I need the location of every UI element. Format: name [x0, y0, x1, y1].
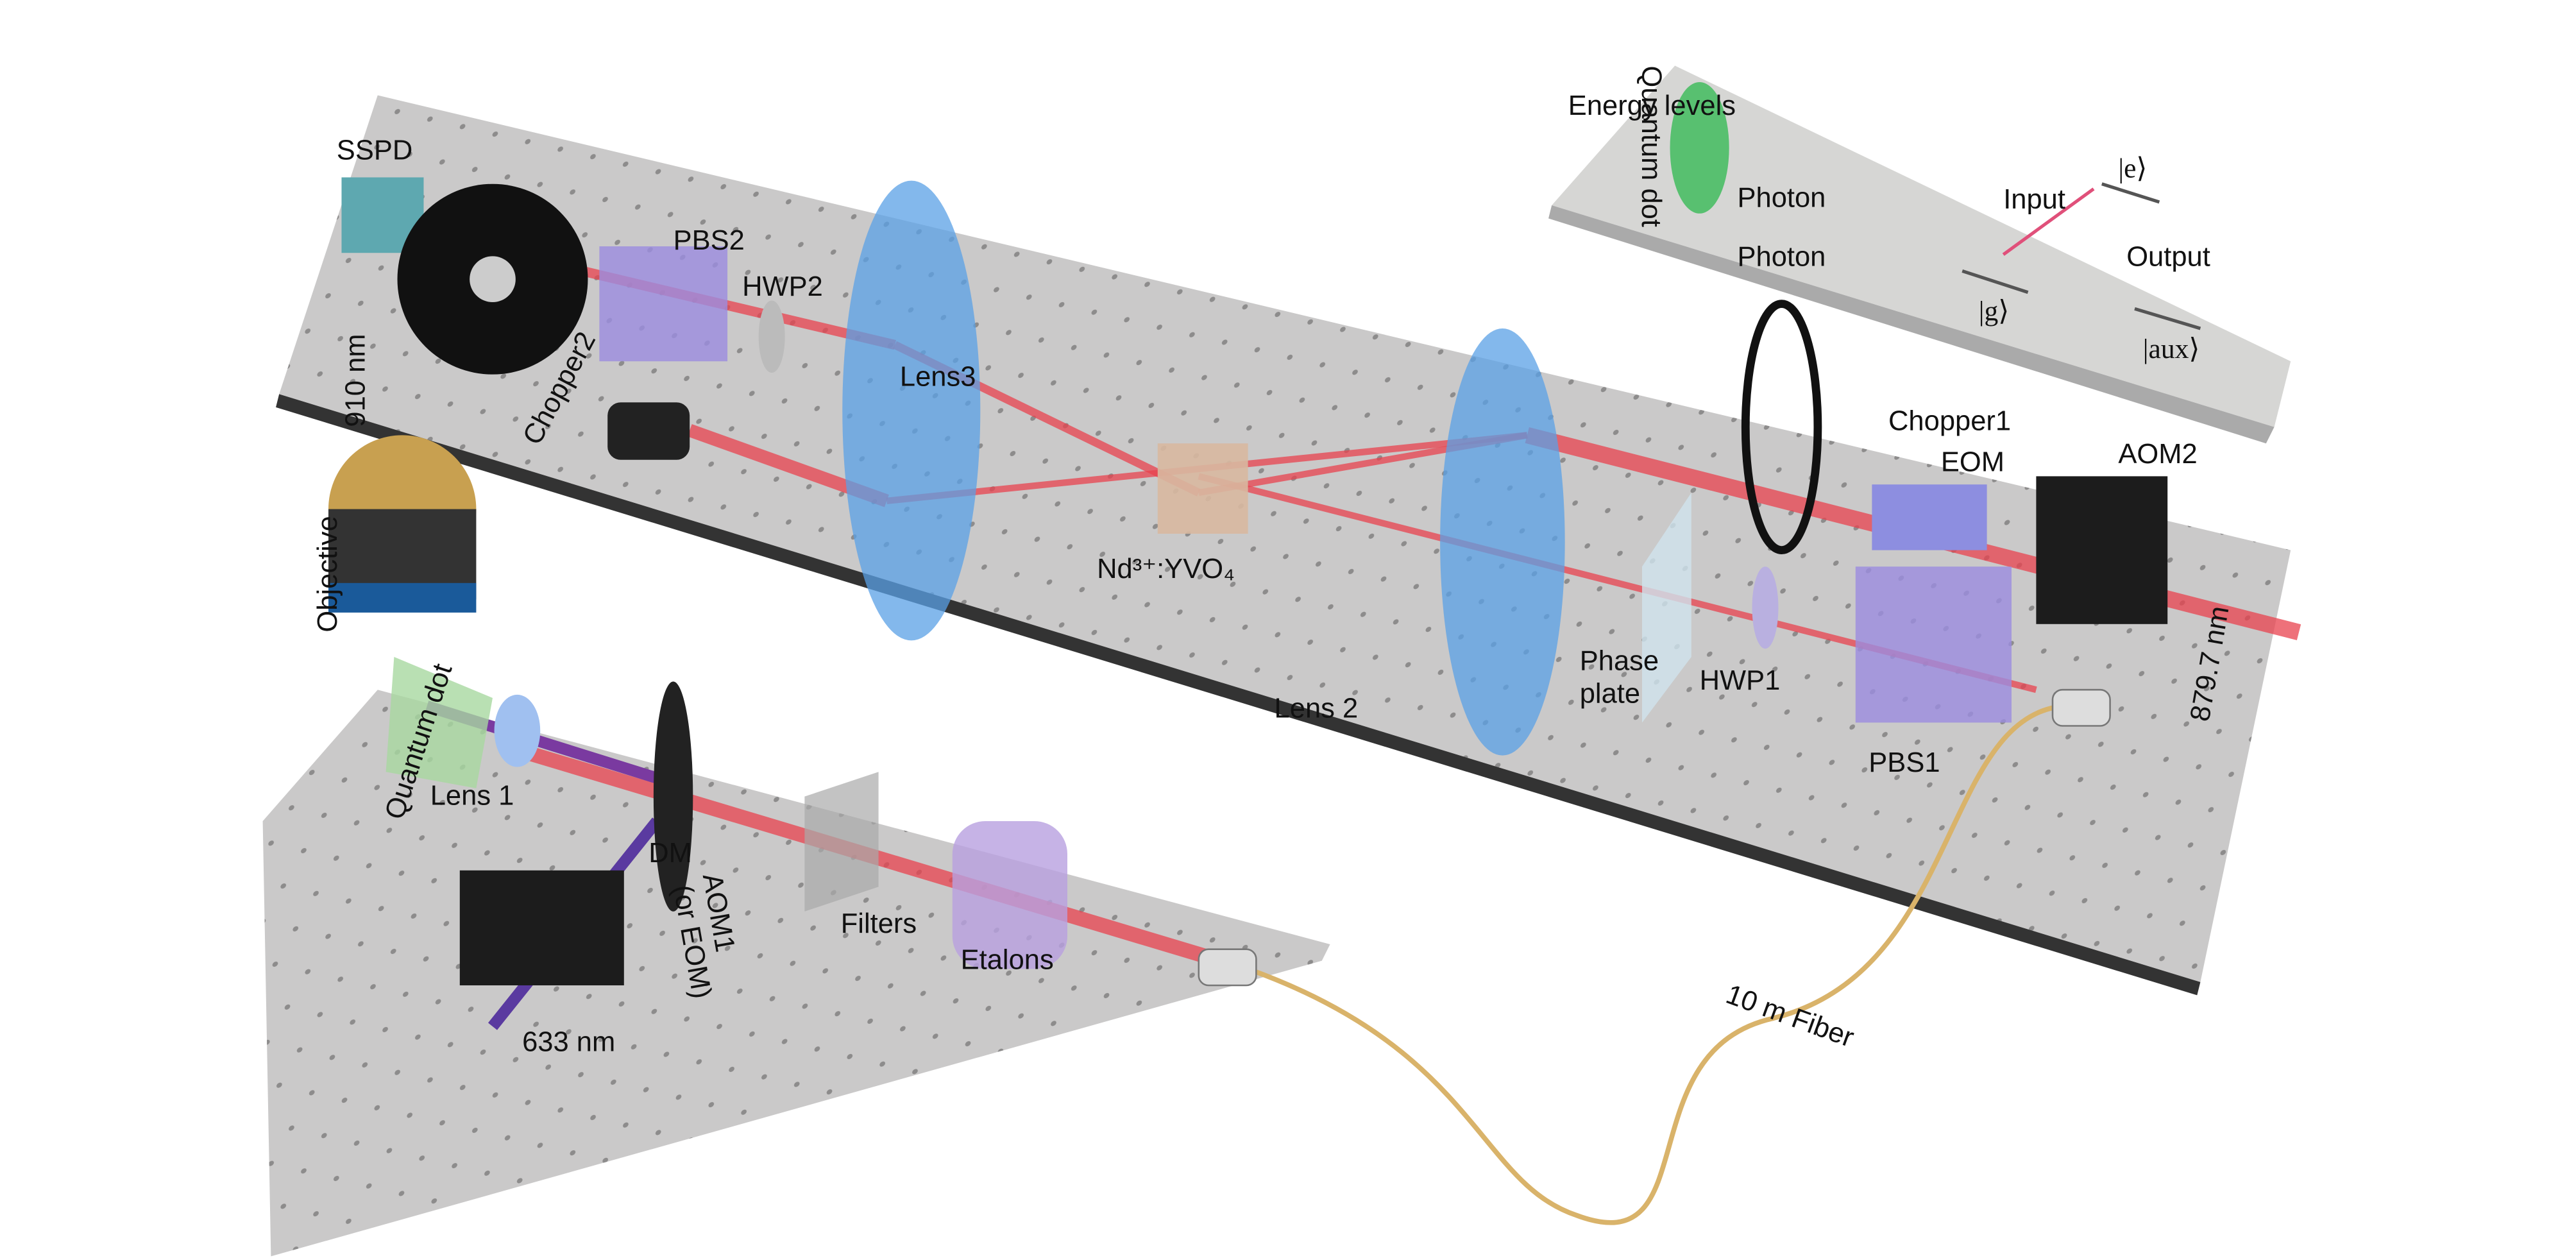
ket-e: |e⟩ — [2118, 153, 2147, 183]
pbs2-cube — [599, 246, 728, 362]
label-633nm: 633 nm — [522, 1026, 615, 1057]
filters — [804, 772, 879, 912]
etalons — [952, 821, 1067, 969]
label-sspd: SSPD — [337, 135, 413, 166]
label-lens1: Lens 1 — [430, 780, 514, 811]
crystal — [1157, 443, 1248, 534]
label-filters: Filters — [841, 908, 917, 939]
label-aom2: AOM2 — [2118, 439, 2197, 470]
eom-box — [1872, 484, 1987, 550]
output-label: Output — [2126, 242, 2210, 273]
inset-qd-label: Quantum dot — [1636, 65, 1666, 227]
label-pbs1: PBS1 — [1868, 747, 1940, 778]
label-etalons: Etalons — [961, 944, 1054, 975]
fiber-coupler-etalons — [1198, 948, 1257, 987]
hwp1-plate — [1752, 566, 1779, 649]
fiber-coupler-879 — [2051, 688, 2111, 727]
label-phase-plate-1: Phase — [1580, 645, 1659, 676]
hwp2-plate — [758, 300, 785, 373]
chopper1-wheel — [1741, 300, 1822, 554]
collimator — [607, 402, 690, 460]
label-lens2: Lens 2 — [1275, 693, 1359, 724]
fiber — [1247, 702, 2086, 1225]
label-objective: Objective — [312, 516, 343, 632]
label-phase-plate-2: plate — [1580, 679, 1640, 710]
dichroic-mirror — [653, 681, 693, 912]
label-chopper1: Chopper1 — [1888, 406, 2011, 437]
chopper2-hub — [470, 256, 516, 303]
input-label: Input — [2003, 184, 2065, 215]
lens2 — [1440, 328, 1565, 756]
energy-levels-inset: Energy levels Quantum dot Photon Photon … — [1548, 65, 2291, 444]
label-crystal: Nd³⁺:YVO₄ — [1097, 554, 1235, 584]
label-hwp1: HWP1 — [1700, 665, 1781, 696]
quantum-dot-icon — [1670, 82, 1729, 214]
inset-title: Energy levels — [1568, 90, 1736, 121]
label-pbs2: PBS2 — [674, 225, 745, 256]
quantum-dot-sample — [386, 657, 493, 788]
level-aux — [2134, 307, 2201, 330]
ket-g: |g⟩ — [1979, 296, 2009, 327]
aom1-box — [459, 870, 624, 985]
label-lens3: Lens3 — [900, 362, 976, 393]
phase-plate — [1642, 493, 1691, 723]
objective-ring — [328, 582, 477, 613]
level-e — [2101, 182, 2160, 204]
photon-top-label: Photon — [1737, 183, 1826, 214]
pbs1-cube — [1855, 566, 2012, 723]
level-g — [1962, 269, 2029, 294]
ket-aux: |aux⟩ — [2143, 334, 2200, 364]
lens1 — [494, 694, 541, 767]
photon-bottom-label: Photon — [1737, 242, 1826, 273]
label-hwp2: HWP2 — [742, 271, 823, 302]
input-arrow — [2002, 187, 2095, 256]
label-dm: DM — [648, 838, 692, 869]
aom2-box — [2036, 476, 2168, 624]
lens3 — [842, 180, 981, 641]
lower-optical-table — [262, 690, 1330, 1257]
label-eom: EOM — [1941, 447, 2004, 478]
label-910nm: 910 nm — [340, 334, 371, 427]
